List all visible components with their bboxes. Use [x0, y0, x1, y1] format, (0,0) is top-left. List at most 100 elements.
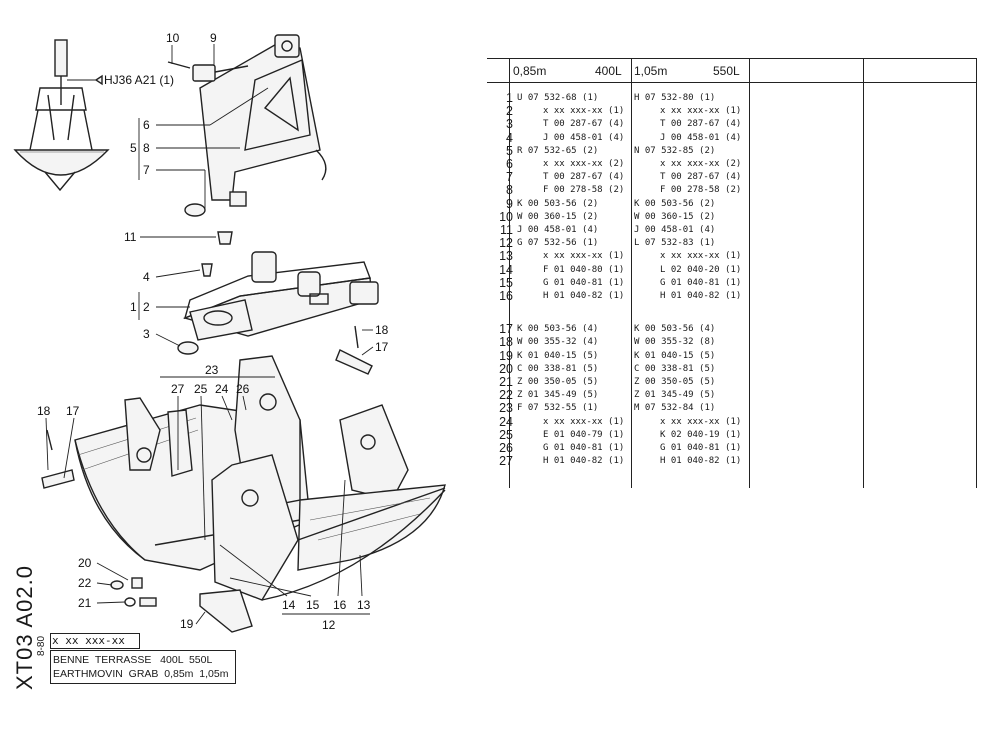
callout-4: 4	[143, 270, 150, 284]
row-part-number-400l: G 01 040-81 (1)	[543, 277, 625, 288]
row-part-number-550l: Z 01 345-49 (5)	[634, 390, 716, 401]
row-part-number-550l: W 00 355-32 (8)	[634, 337, 716, 348]
bucket-plates	[211, 355, 409, 601]
callout-14: 14	[282, 598, 296, 612]
row-item-number: 12	[499, 236, 513, 251]
row-item-number: 8	[506, 183, 513, 198]
cross-beam-assembly	[177, 251, 379, 375]
row-item-number: 1	[506, 91, 513, 105]
row-item-number: 14	[499, 262, 513, 277]
row-part-number-400l: G 01 040-81 (1)	[543, 443, 625, 453]
callout-18-upper: 18	[375, 323, 389, 337]
row-item-number: 3	[506, 117, 513, 132]
document-code: XT03 A02.0	[12, 565, 37, 690]
callout-20: 20	[78, 556, 92, 570]
row-part-number-550l: J 00 458-01 (4)	[634, 225, 716, 235]
table-row: 10 W 00 360-15 (2) W 00 360-15 (2)	[487, 209, 977, 224]
row-item-number: 9	[506, 196, 513, 211]
row-item-number: 26	[499, 441, 513, 455]
table-row: 11 J 00 458-01 (4) J 00 458-01 (4)	[487, 224, 977, 237]
row-part-number-550l: K 00 503-56 (4)	[634, 324, 716, 335]
bucket-half-right	[261, 484, 446, 601]
row-part-number-400l: T 00 287-67 (4)	[543, 119, 625, 130]
row-item-number: 11	[500, 223, 513, 237]
row-item-number: 4	[506, 130, 513, 145]
row-part-number-400l: J 00 458-01 (4)	[517, 225, 599, 235]
row-part-number-550l: L 07 532-83 (1)	[634, 238, 716, 249]
row-part-number-400l: K 00 503-56 (4)	[517, 324, 599, 335]
header-col1-volume: 400L	[595, 64, 622, 78]
row-part-number-550l: H 07 532-80 (1)	[634, 93, 716, 103]
header-col2-volume: 550L	[713, 64, 740, 78]
row-item-number: 2	[506, 104, 513, 119]
row-part-number-550l: H 01 040-82 (1)	[660, 291, 742, 301]
title-english: EARTHMOVIN GRAB 0,85m 1,05m	[53, 668, 229, 680]
row-item-number: 7	[506, 170, 513, 185]
table-row: 26 G 01 040-81 (1) G 01 040-81 (1)	[487, 442, 977, 455]
callout-10: 10	[166, 31, 180, 45]
row-part-number-400l: K 00 503-56 (2)	[517, 198, 599, 209]
row-part-number-400l: H 01 040-82 (1)	[543, 456, 625, 467]
callout-7: 7	[143, 163, 150, 177]
row-part-number-550l: W 00 360-15 (2)	[634, 211, 716, 222]
row-part-number-400l: E 01 040-79 (1)	[543, 429, 625, 440]
row-item-number: 21	[499, 375, 513, 389]
row-item-number: 13	[499, 249, 513, 264]
row-item-number: 25	[499, 427, 513, 442]
callout-1: 1	[130, 300, 137, 314]
callout-19: 19	[180, 617, 194, 631]
callout-13: 13	[357, 598, 371, 612]
leader-lines	[45, 44, 374, 625]
row-part-number-400l: Z 01 345-49 (5)	[517, 390, 599, 401]
row-part-number-550l: x xx xxx-xx (2)	[660, 159, 742, 169]
row-item-number: 22	[499, 388, 513, 403]
callout-18-lower: 18	[37, 404, 51, 418]
row-part-number-400l: J 00 458-01 (4)	[543, 132, 625, 143]
row-part-number-550l: J 00 458-01 (4)	[660, 132, 742, 143]
callout-11: 11	[124, 230, 137, 244]
row-item-number: 6	[506, 157, 513, 171]
table-row: 12 G 07 532-56 (1) L 07 532-83 (1)	[487, 237, 977, 250]
row-part-number-550l: G 01 040-81 (1)	[660, 443, 742, 453]
row-item-number: 10	[499, 209, 513, 224]
row-item-number: 19	[499, 348, 513, 363]
row-part-number-550l: G 01 040-81 (1)	[660, 277, 742, 288]
row-part-number-400l: W 00 360-15 (2)	[517, 211, 599, 222]
row-part-number-550l: Z 00 350-05 (5)	[634, 377, 716, 387]
arm-link-assembly	[167, 34, 327, 245]
callout-15: 15	[306, 598, 320, 612]
row-part-number-550l: K 01 040-15 (5)	[634, 350, 716, 361]
row-part-number-550l: H 01 040-82 (1)	[660, 456, 742, 467]
row-part-number-550l: N 07 532-85 (2)	[634, 145, 716, 156]
overview-grab-figure	[13, 39, 110, 192]
document-date: 8-80	[36, 635, 47, 656]
table-row: 9 K 00 503-56 (2) K 00 503-56 (2)	[487, 196, 977, 211]
callout-17-lower: 17	[66, 404, 80, 418]
callout-2: 2	[143, 300, 150, 314]
table-row: 17 K 00 503-56 (4) K 00 503-56 (4)	[487, 323, 977, 336]
header-col1-size: 0,85m	[513, 64, 547, 78]
row-item-number: 17	[499, 322, 513, 337]
row-part-number-400l: C 00 338-81 (5)	[517, 363, 599, 374]
row-part-number-400l: G 07 532-56 (1)	[517, 238, 599, 249]
row-part-number-550l: K 00 503-56 (2)	[634, 198, 716, 209]
exploded-parts-drawing: HJ36 A21 (1)	[13, 31, 446, 633]
table-row: 22 Z 01 345-49 (5) Z 01 345-49 (5)	[487, 389, 977, 402]
callout-3: 3	[143, 327, 150, 341]
callout-23: 23	[205, 363, 219, 377]
row-part-number-550l: F 00 278-58 (2)	[660, 185, 742, 196]
